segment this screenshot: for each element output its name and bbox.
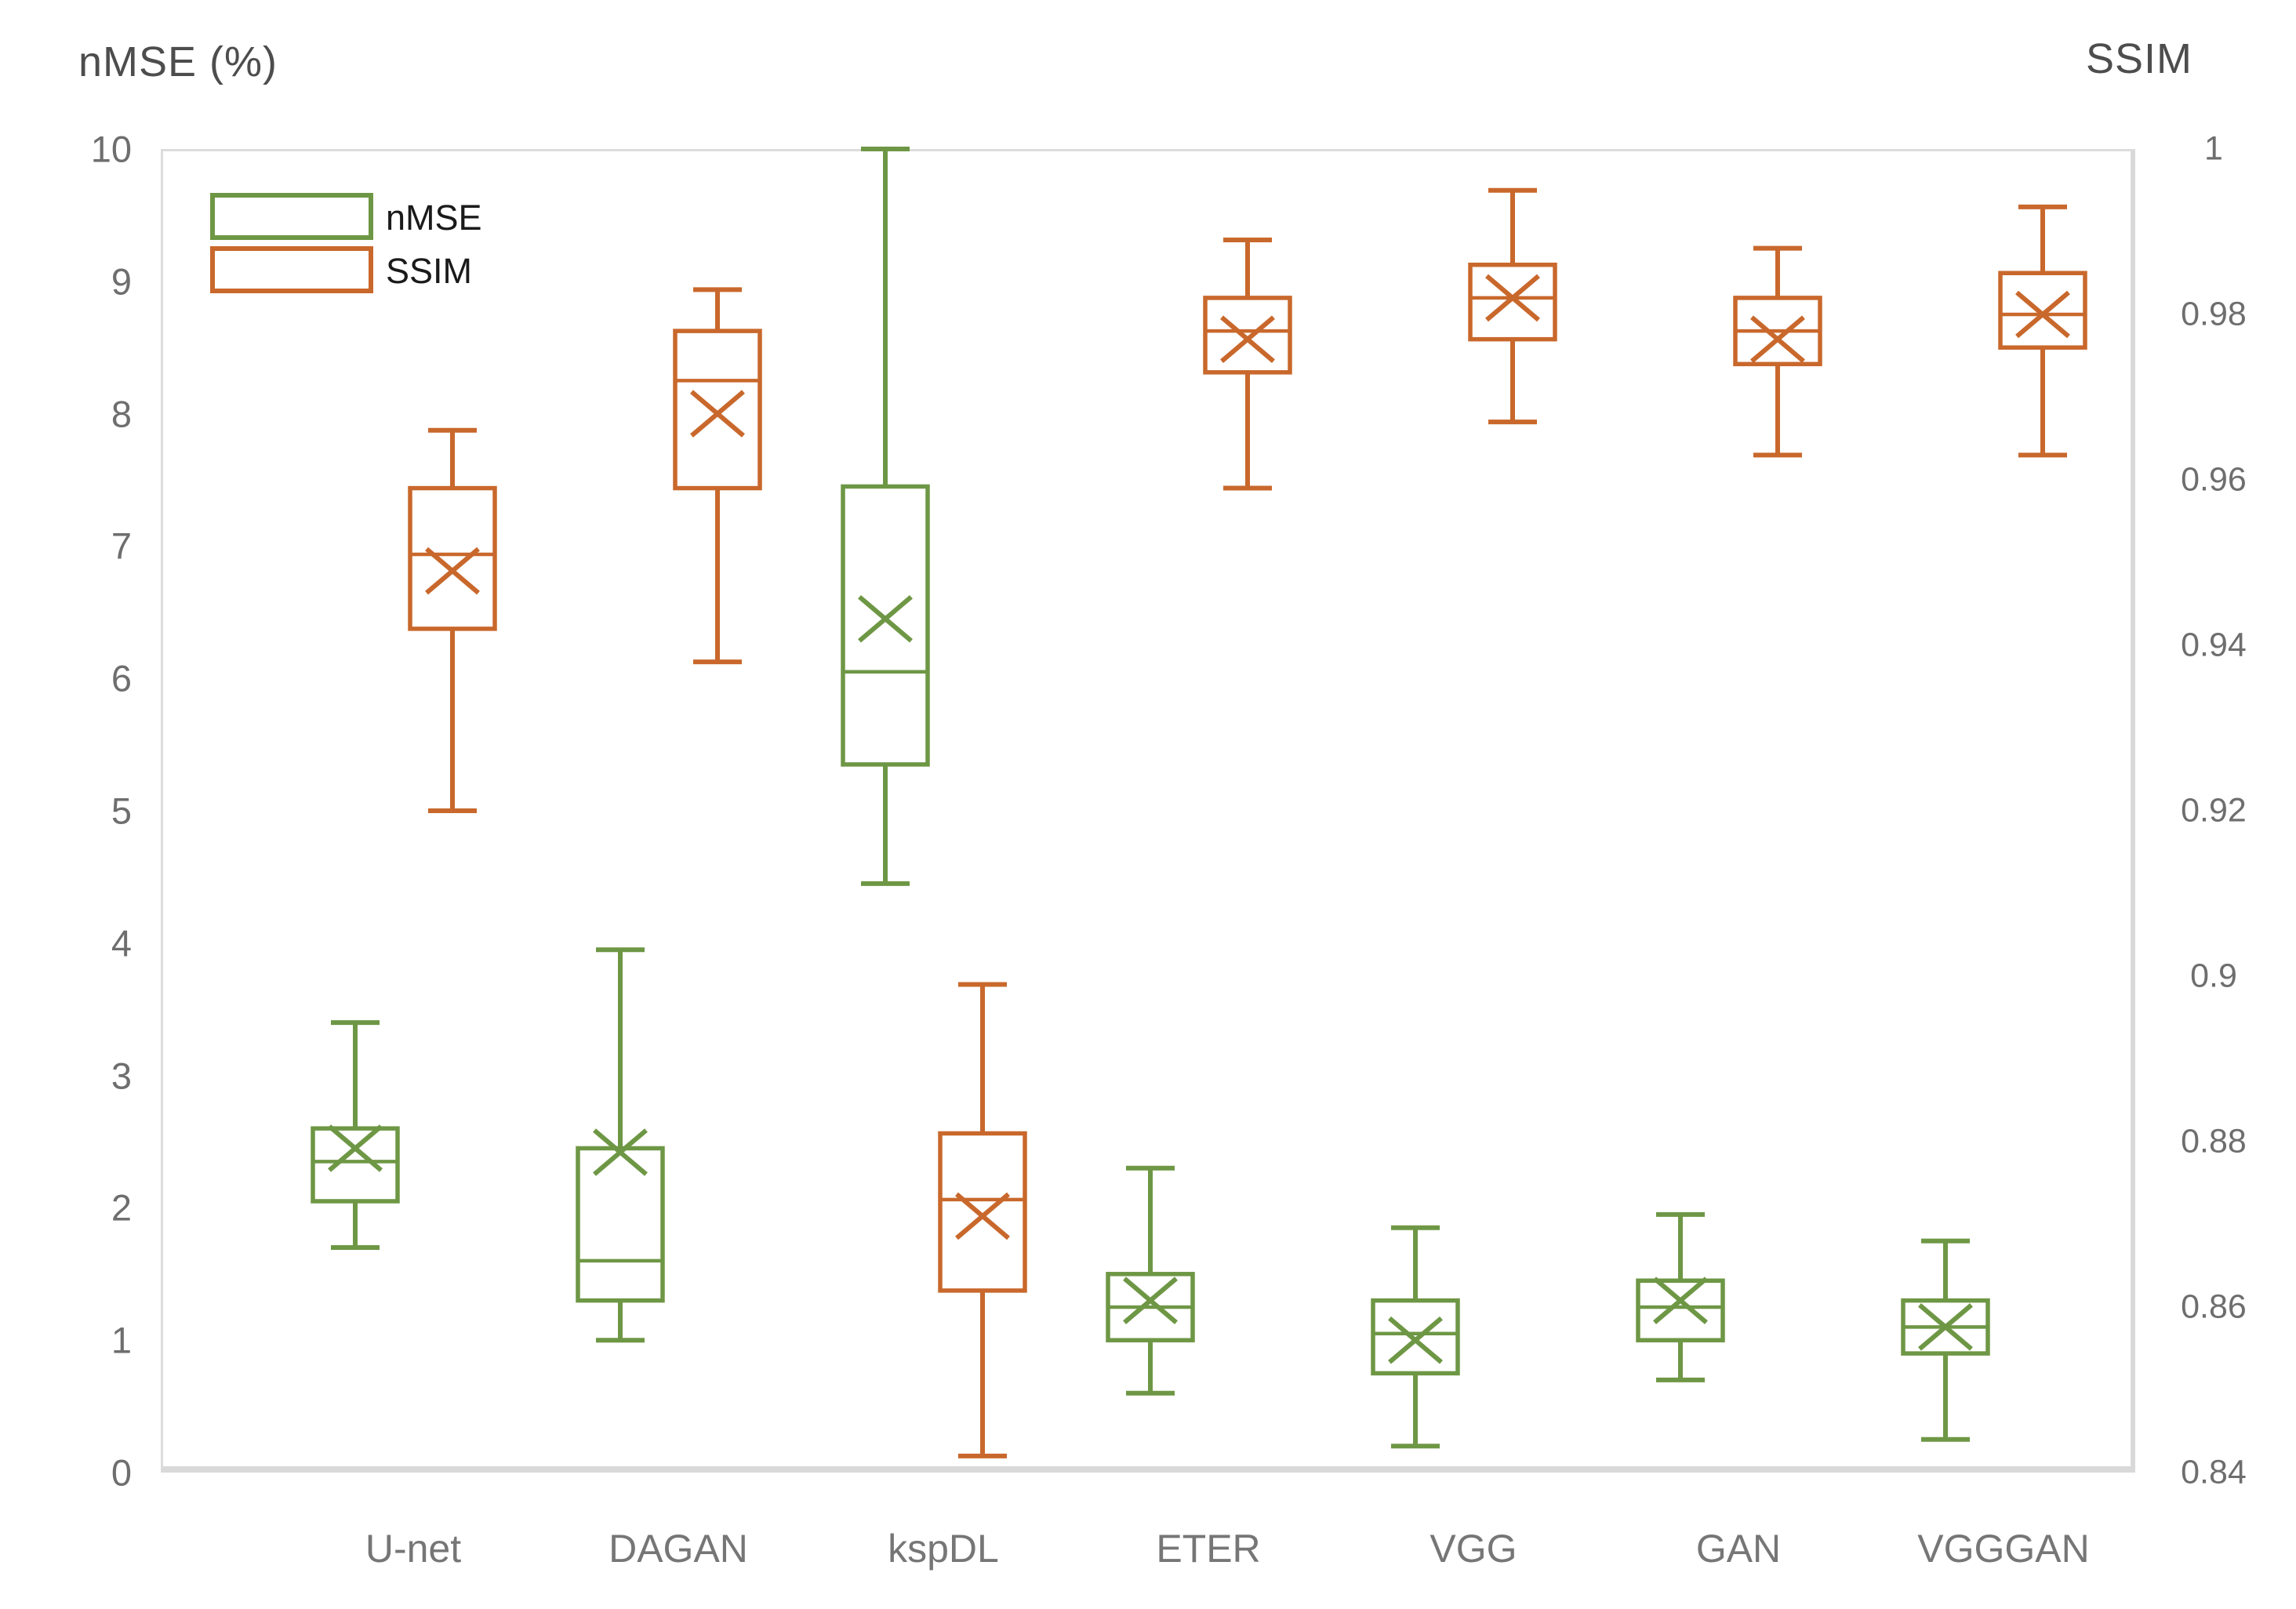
x-axis-label-kspdl: kspDL — [888, 1527, 999, 1571]
x-axis-label-vgg: VGG — [1430, 1527, 1517, 1571]
right-axis-tick-label: 0.84 — [2181, 1453, 2247, 1491]
right-axis-tick-label: 0.94 — [2181, 626, 2247, 664]
left-axis-tick-label: 0 — [111, 1451, 132, 1494]
right-axis-title: SSIM — [2085, 35, 2192, 82]
left-axis-tick-label: 5 — [111, 790, 132, 832]
legend-label-nmse: nMSE — [386, 198, 482, 238]
legend-label-ssim: SSIM — [386, 251, 473, 291]
x-axis-label-gan: GAN — [1695, 1527, 1782, 1571]
x-axis-label-eter: ETER — [1156, 1527, 1261, 1571]
legend-swatch-nmse — [210, 193, 373, 240]
x-axis-label-u-net: U-net — [365, 1527, 462, 1571]
left-axis-tick-label: 2 — [111, 1186, 132, 1229]
right-axis-tick-label: 0.98 — [2181, 295, 2247, 333]
right-axis-tick-label: 0.86 — [2181, 1288, 2247, 1326]
x-axis-label-vgggan: VGGGAN — [1917, 1527, 2090, 1571]
left-axis-tick-label: 8 — [111, 393, 132, 435]
left-axis-tick-label: 6 — [111, 657, 132, 699]
x-axis-label-dagan: DAGAN — [609, 1527, 748, 1571]
right-axis-tick-label: 1 — [2204, 129, 2223, 168]
plot-area — [161, 149, 2135, 1473]
legend-swatch-ssim — [210, 246, 373, 293]
right-axis-tick-label: 0.88 — [2181, 1122, 2247, 1160]
left-axis-tick-label: 9 — [111, 260, 132, 303]
left-axis-tick-label: 10 — [90, 128, 132, 170]
left-axis-tick-label: 4 — [111, 922, 132, 964]
right-axis-tick-label: 0.9 — [2190, 957, 2237, 995]
right-axis-tick-label: 0.92 — [2181, 791, 2247, 830]
right-axis-tick-label: 0.96 — [2181, 460, 2247, 499]
left-axis-tick-label: 1 — [111, 1319, 132, 1361]
left-axis-tick-label: 7 — [111, 525, 132, 567]
left-axis-title: nMSE (%) — [78, 38, 278, 85]
left-axis-tick-label: 3 — [111, 1055, 132, 1097]
